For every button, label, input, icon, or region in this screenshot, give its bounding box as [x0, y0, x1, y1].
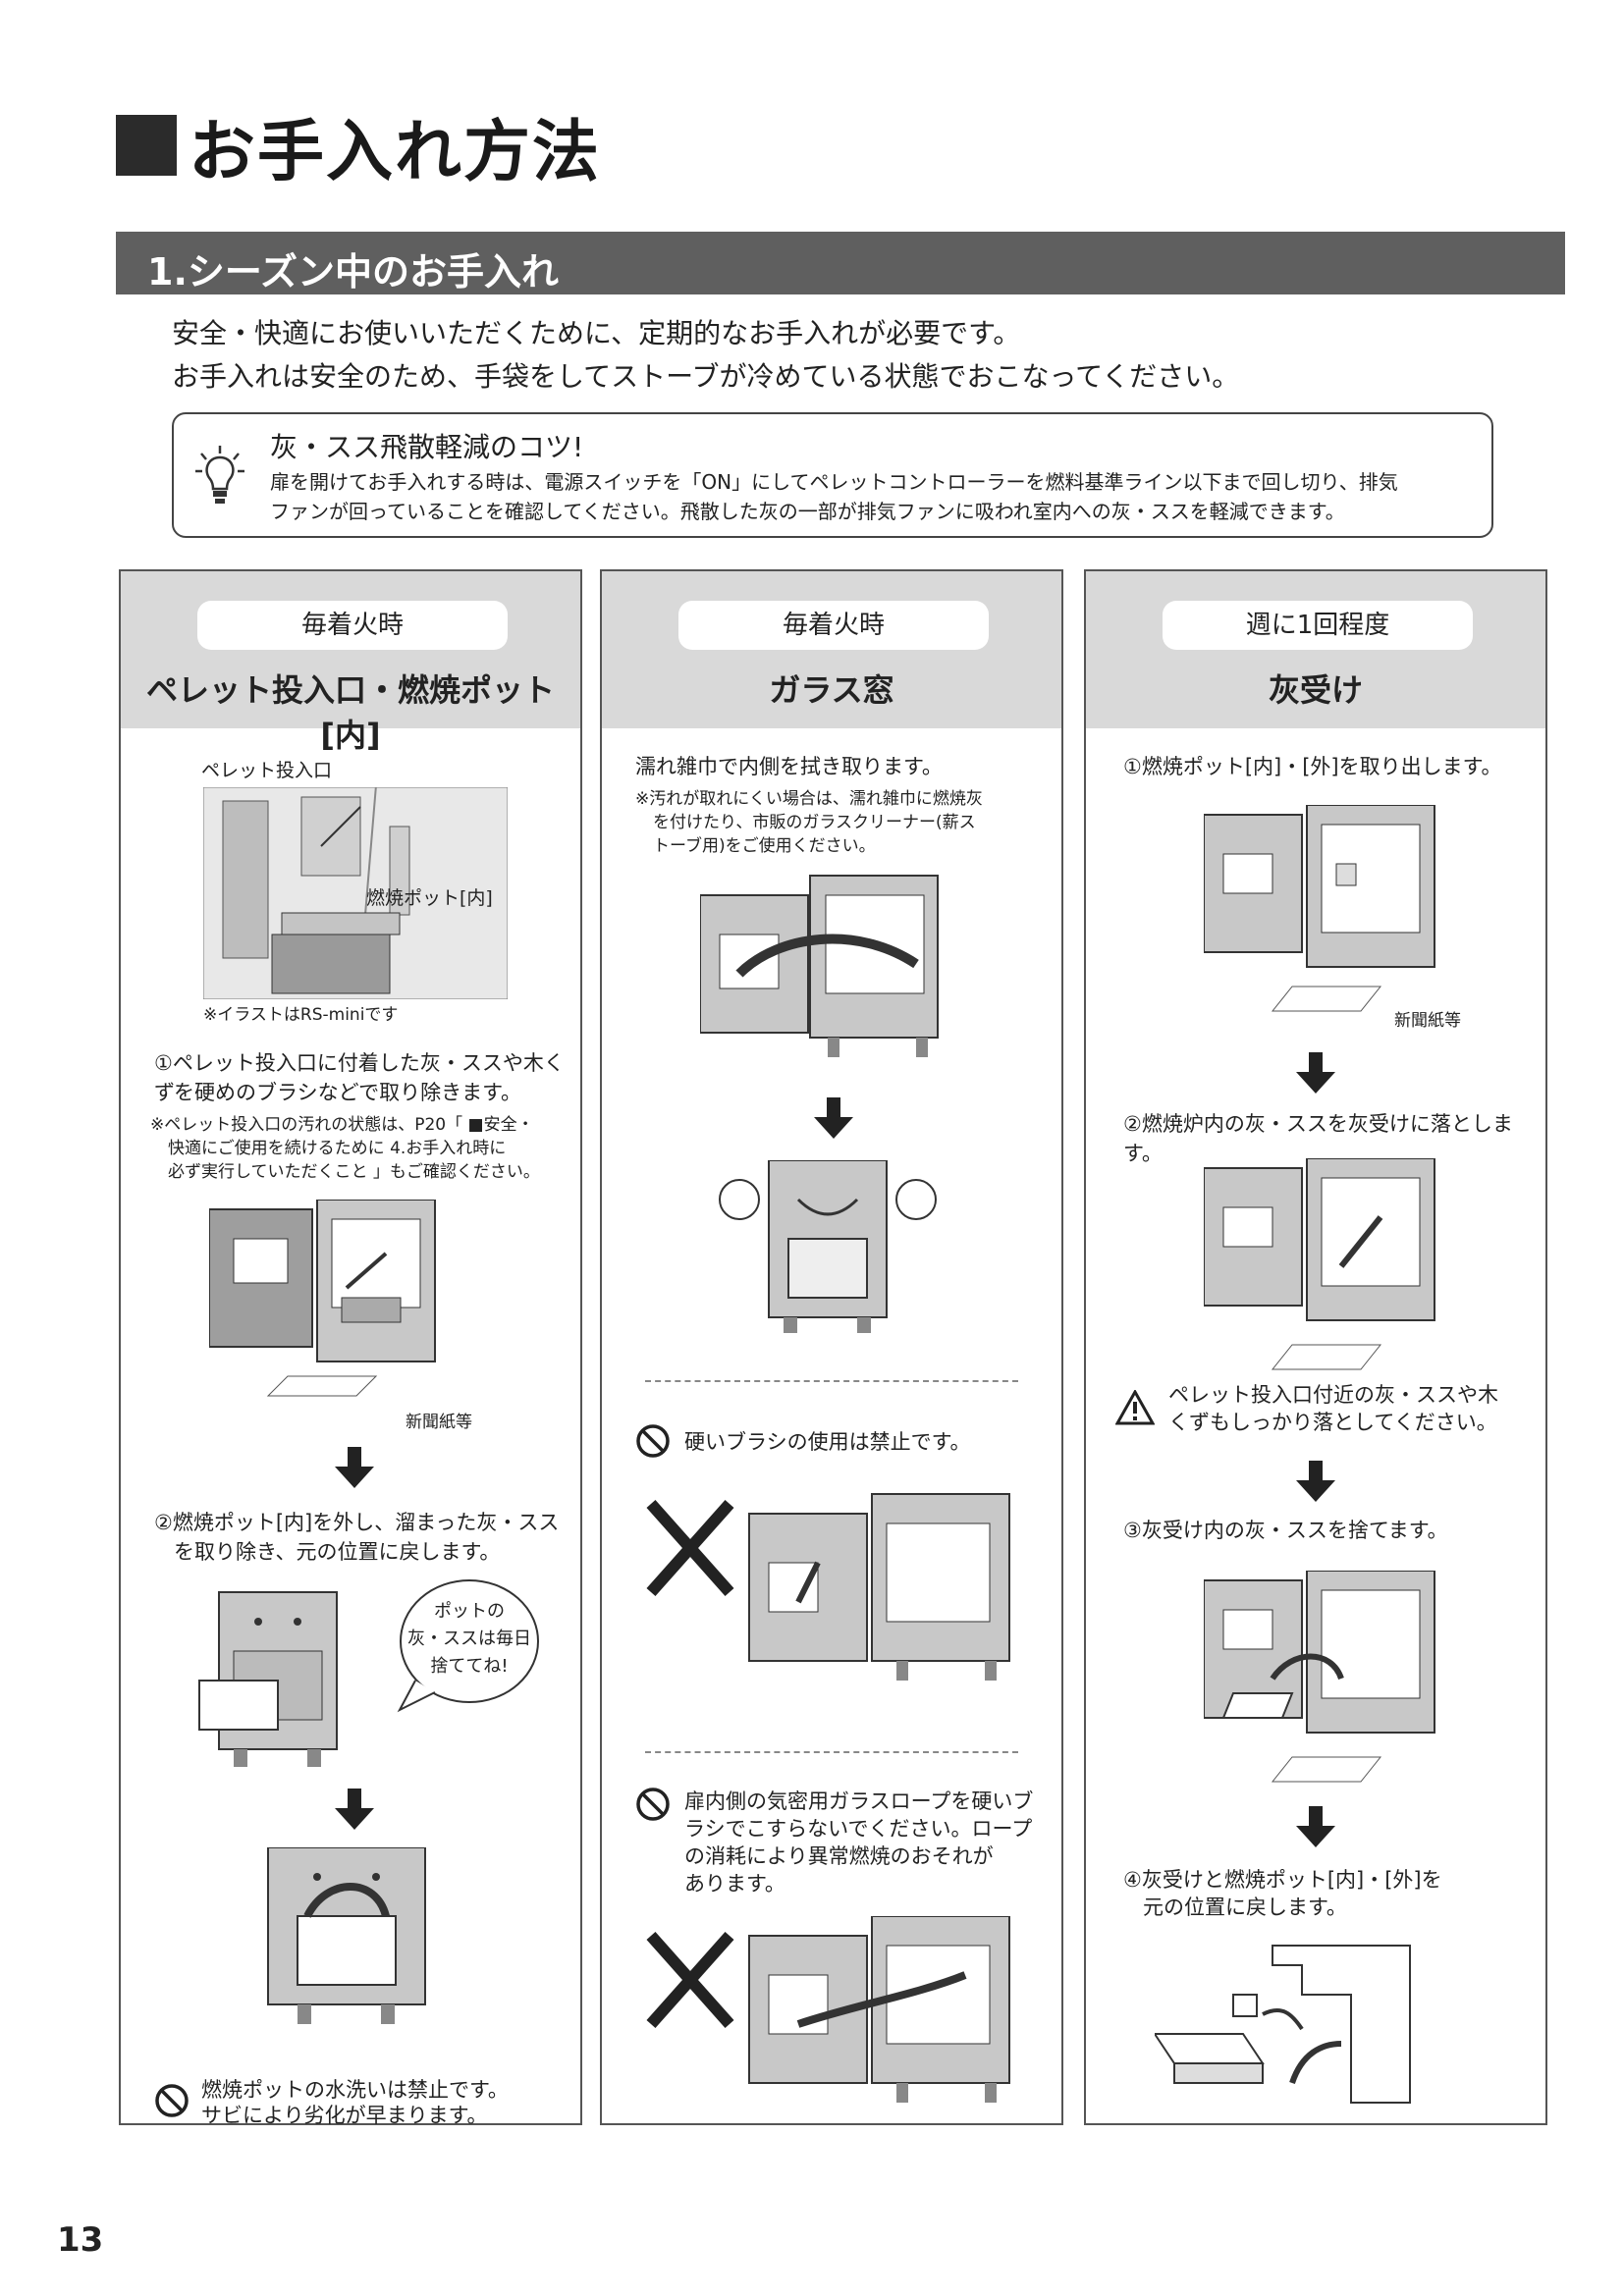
page-title-text: お手入れ方法: [189, 113, 602, 191]
tips-body: 扉を開けてお手入れする時は、電源スイッチを「ON」にしてペレットコントローラーを…: [270, 467, 1468, 526]
column-title: ペレット投入口・燃焼ポット[内]: [145, 671, 555, 754]
col2-prohibition-1: 硬いブラシの使用は禁止です。: [684, 1430, 971, 1454]
label-pellet-inlet: ペレット投入口: [201, 760, 333, 781]
step1-line-1: ①ペレット投入口に付着した灰・ススや木くず: [154, 1051, 565, 1104]
frequency-badge: 週に1回程度: [1163, 601, 1473, 650]
column-title: 灰受け: [1268, 671, 1363, 709]
frequency-badge: 毎着火時: [678, 601, 989, 650]
drop-ash-illustration: [1204, 1158, 1439, 1374]
col3-step-2: ②燃焼炉内の灰・ススを灰受けに落とします。: [1123, 1112, 1513, 1165]
col2-prohibition-2-line-4: あります。: [684, 1872, 785, 1896]
wipe-glass-illustration: [700, 866, 955, 1062]
caution-icon: [1115, 1390, 1155, 1425]
lightbulb-icon: [195, 444, 244, 507]
intro-line-2: お手入れは安全のため、手袋をしてストーブが冷めている状態でおこなってください。: [172, 360, 1240, 393]
column-pellet-inlet: 毎着火時 ペレット投入口・燃焼ポット[内] ペレット投入口 燃焼ポット[内] ※…: [119, 569, 582, 2127]
bubble-line-2: 灰・ススは毎日: [407, 1629, 531, 1649]
remove-pots-illustration: [1204, 805, 1439, 1031]
bubble-line-1: ポットの: [434, 1601, 505, 1622]
divider: [645, 1380, 1018, 1382]
page-number: 13: [57, 2220, 104, 2260]
speech-bubble: ポットの 灰・ススは毎日 捨ててね!: [396, 1573, 543, 1720]
stove-brush-illustration: [209, 1200, 504, 1415]
tips-title: 灰・スス飛散軽減のコツ!: [270, 431, 584, 463]
column-header: 毎着火時 ガラス窓: [602, 571, 1061, 728]
step1-note-2: 快適にご使用を続けるために 4.お手入れ時に: [168, 1139, 507, 1158]
label-burn-pot: 燃焼ポット[内]: [366, 887, 493, 909]
step2-line-2: を取り除き、元の位置に戻します。: [174, 1540, 501, 1564]
prohibited-icon: [635, 1423, 671, 1459]
page-title: お手入れ方法: [116, 106, 601, 191]
col2-note-3: トーブ用)をご使用ください。: [653, 836, 876, 856]
down-arrow-icon: [1296, 1052, 1335, 1094]
down-arrow-icon: [1296, 1806, 1335, 1847]
col2-prohibition-2-line-2: ラシでこすらないでください。ロープ: [684, 1817, 1033, 1841]
bubble-line-3: 捨ててね!: [430, 1656, 509, 1677]
step1-note-3: 必ず実行していただくこと 」もご確認ください。: [168, 1162, 540, 1182]
col2-prohibition-2-line-3: の消耗により異常燃焼のおそれが: [684, 1844, 994, 1868]
column-header: 週に1回程度 灰受け: [1086, 571, 1545, 728]
replace-pots-illustration: [1155, 1936, 1449, 2122]
divider: [645, 1751, 1018, 1753]
title-square-icon: [116, 115, 177, 176]
tips-box: 灰・スス飛散軽減のコツ! 扉を開けてお手入れする時は、電源スイッチを「ON」にし…: [172, 412, 1493, 538]
intro-text: 安全・快適にお使いいただくために、定期的なお手入れが必要です。 お手入れは安全の…: [172, 312, 1239, 399]
col2-note-1: ※汚れが取れにくい場合は、濡れ雑巾に燃焼灰: [635, 789, 983, 809]
col2-prohibition-2-line-1: 扉内側の気密用ガラスロープを硬いブ: [684, 1789, 1034, 1813]
dispose-ash-illustration: [1204, 1571, 1439, 1787]
tips-line-1: 扉を開けてお手入れする時は、電源スイッチを「ON」にしてペレットコントローラーを…: [270, 470, 1398, 494]
col1-warning-line-1: 燃焼ポットの水洗いは禁止です。: [201, 2078, 509, 2102]
newspaper-label: 新聞紙等: [1394, 1011, 1461, 1031]
illustration-note: ※イラストはRS-miniです: [203, 1005, 399, 1025]
column-title: ガラス窓: [769, 671, 894, 709]
prohibited-icon: [635, 1787, 671, 1822]
frequency-badge: 毎着火時: [197, 601, 508, 650]
stove-character-return-pot-illustration: [248, 1847, 445, 2034]
step1-line-2: を硬めのブラシなどで取り除きます。: [174, 1081, 522, 1104]
col2-note-2: を付けたり、市販のガラスクリーナー(薪ス: [653, 813, 976, 832]
tips-line-2: ファンが回っていることを確認してください。飛散した灰の一部が排気ファンに吸われ室…: [270, 500, 1345, 523]
col3-step-4-line-1: ④灰受けと燃焼ポット[内]・[外]を: [1123, 1868, 1442, 1892]
intro-line-1: 安全・快適にお使いいただくために、定期的なお手入れが必要です。: [172, 317, 1021, 349]
stove-character-pot-illustration: [180, 1582, 376, 1779]
section-bar: 1.シーズン中のお手入れ: [116, 232, 1565, 294]
col3-caution-line-1: ペレット投入口付近の灰・ススや木: [1168, 1383, 1498, 1407]
column-header: 毎着火時 ペレット投入口・燃焼ポット[内]: [121, 571, 580, 754]
down-arrow-icon: [335, 1789, 374, 1830]
step2-line-1: ②燃焼ポット[内]を外し、溜まった灰・スス: [154, 1511, 560, 1534]
col3-caution-line-2: くずもしっかり落としてください。: [1168, 1411, 1497, 1434]
column-glass-window: 毎着火時 ガラス窓 濡れ雑巾で内側を拭き取ります。 ※汚れが取れにくい場合は、濡…: [600, 569, 1063, 2125]
col3-step-3: ③灰受け内の灰・ススを捨てます。: [1123, 1519, 1448, 1542]
col3-step-4-line-2: 元の位置に戻します。: [1143, 1896, 1347, 1919]
happy-stove-illustration: [700, 1160, 955, 1337]
col2-step-text: 濡れ雑巾で内側を拭き取ります。: [635, 755, 943, 778]
hard-brush-prohibited-illustration: [641, 1484, 1034, 1700]
down-arrow-icon: [335, 1447, 374, 1488]
down-arrow-icon: [814, 1097, 853, 1139]
column-ash-tray: 週に1回程度 灰受け ①燃焼ポット[内]・[外]を取り出します。 新聞紙等 ②燃…: [1084, 569, 1547, 2125]
col1-warning-line-2: サビにより劣化が早まります。: [201, 2104, 488, 2127]
down-arrow-icon: [1296, 1461, 1335, 1502]
newspaper-label: 新聞紙等: [406, 1413, 472, 1432]
col3-step-1: ①燃焼ポット[内]・[外]を取り出します。: [1123, 755, 1502, 778]
inlet-photo-illustration: [203, 787, 508, 999]
step1-note-1: ※ペレット投入口の汚れの状態は、P20「 ■安全・: [150, 1115, 534, 1135]
section-title: 1.シーズン中のお手入れ: [147, 250, 559, 294]
glass-rope-prohibited-illustration: [641, 1916, 1034, 2112]
prohibited-icon: [154, 2083, 189, 2118]
